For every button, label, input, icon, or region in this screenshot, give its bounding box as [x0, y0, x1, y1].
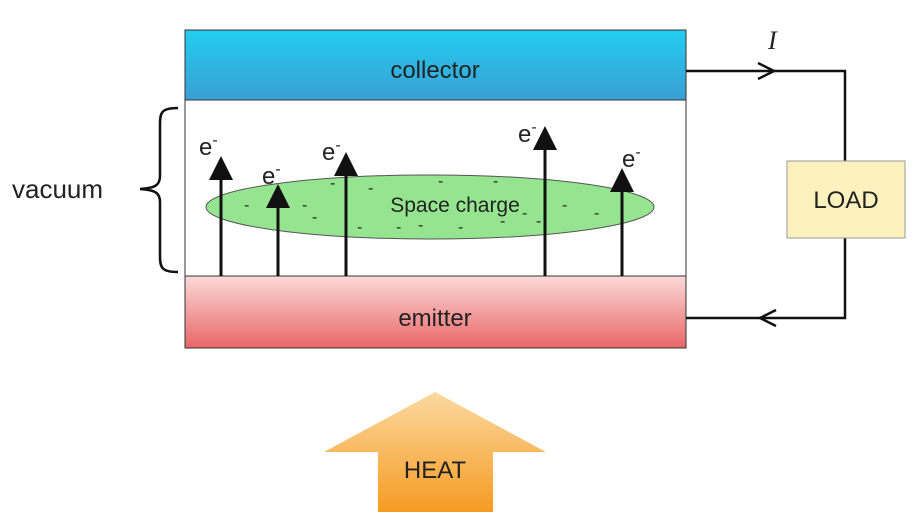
- negative-charge: -: [458, 219, 463, 236]
- negative-charges: - - - - - - - - - - - - - - - -: [244, 173, 599, 236]
- heat-label: HEAT: [404, 457, 467, 484]
- heat-arrow: [324, 392, 546, 512]
- vacuum-brace: [139, 106, 179, 274]
- negative-charge: -: [493, 173, 498, 190]
- vacuum-label: vacuum: [12, 174, 103, 204]
- top-current-arrowhead: [757, 61, 777, 81]
- negative-charge: -: [244, 197, 249, 214]
- negative-charge: -: [594, 205, 599, 222]
- collector-plate: [184, 29, 687, 101]
- collector-label: collector: [390, 57, 479, 84]
- electron-label: e-: [262, 161, 281, 190]
- negative-charge: -: [368, 180, 373, 197]
- emitter-label: emitter: [398, 305, 471, 332]
- current-label: I: [767, 26, 778, 55]
- load-box: [786, 160, 906, 239]
- negative-charge: -: [330, 175, 335, 192]
- negative-charge: -: [438, 173, 443, 190]
- electron-label: e-: [622, 144, 641, 173]
- space-charge-cloud: [205, 174, 655, 240]
- circuit-wires: [686, 69, 847, 320]
- bottom-wire: [686, 238, 847, 320]
- space-charge-label: Space charge: [390, 194, 520, 217]
- electron-arrows: [209, 126, 634, 276]
- negative-charge: -: [418, 217, 423, 234]
- negative-charge: -: [500, 213, 505, 230]
- negative-charge: -: [312, 209, 317, 226]
- negative-charge: -: [562, 197, 567, 214]
- emitter-plate: [184, 275, 687, 349]
- negative-charge: -: [357, 219, 362, 236]
- negative-charge: -: [522, 205, 527, 222]
- electron-label: e-: [199, 132, 218, 161]
- negative-charge: -: [302, 197, 307, 214]
- electron-label: e-: [518, 119, 537, 148]
- top-wire: [686, 69, 847, 161]
- electron-label: e-: [322, 137, 341, 166]
- bottom-current-arrowhead: [757, 308, 777, 328]
- electron-labels: e- e- e- e- e-: [199, 119, 641, 190]
- load-label: LOAD: [813, 187, 878, 214]
- negative-charge: -: [396, 219, 401, 236]
- negative-charge: -: [536, 213, 541, 230]
